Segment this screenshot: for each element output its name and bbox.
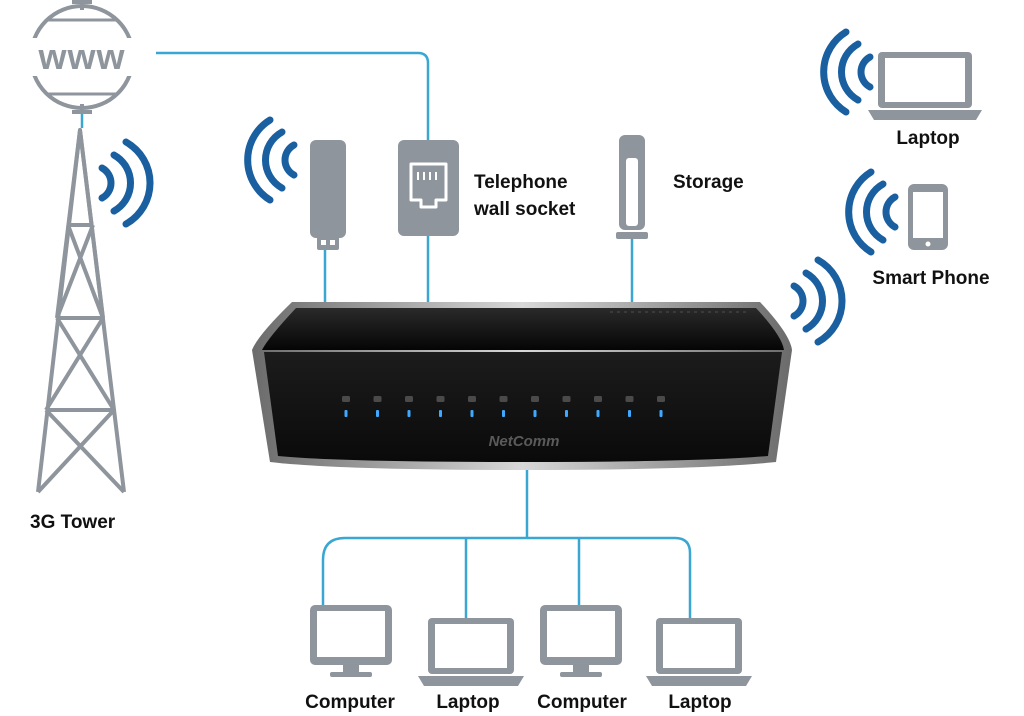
router-led-symbol <box>657 396 665 402</box>
router-led-symbol <box>594 396 602 402</box>
router-icon: NetComm <box>252 302 792 470</box>
cables <box>80 51 692 618</box>
laptop-1-label: Laptop <box>436 692 500 713</box>
phone-jack-icon <box>398 140 459 236</box>
router-led <box>470 410 474 417</box>
www-label: www <box>37 36 125 77</box>
cable-www-to-telephone <box>142 51 430 145</box>
laptop-icon <box>418 618 524 686</box>
telephone-label-line1: Telephone <box>474 172 568 193</box>
router-led <box>628 410 631 417</box>
tower-label: 3G Tower <box>30 512 116 533</box>
telephone-label-line2: wall socket <box>474 199 576 220</box>
usb-modem-wifi-waves <box>244 116 298 204</box>
cell-tower-icon <box>36 128 126 494</box>
usb-storage-icon <box>616 135 648 239</box>
computer-2-label: Computer <box>537 692 627 713</box>
smartphone-wifi-waves <box>845 168 899 256</box>
router-led-symbol <box>342 396 350 402</box>
router-led-symbol <box>405 396 413 402</box>
router-wifi-waves <box>790 256 846 346</box>
laptop-icon <box>646 618 752 686</box>
wireless-laptop-label: Laptop <box>896 128 960 149</box>
smartphone-icon <box>908 184 948 250</box>
laptop-2-label: Laptop <box>668 692 732 713</box>
router-led-row <box>342 396 665 417</box>
router-led <box>439 410 442 417</box>
router-led-symbol <box>625 396 634 402</box>
router-led-symbol <box>562 396 571 402</box>
globe-icon: www <box>10 0 156 114</box>
router-brand-logo: NetComm <box>489 433 560 450</box>
router-led <box>407 410 411 417</box>
storage-label: Storage <box>673 172 744 193</box>
router-led-symbol <box>436 396 445 402</box>
router-led-symbol <box>499 396 508 402</box>
desktop-computer-icon <box>540 605 622 677</box>
router-led-symbol <box>468 396 476 402</box>
cable-to-computer-1 <box>321 536 346 605</box>
router-led <box>533 410 537 417</box>
cable-to-laptop-2 <box>674 536 692 618</box>
router-led <box>596 410 600 417</box>
desktop-computer-icon <box>310 605 392 677</box>
usb-modem-icon <box>310 140 346 250</box>
wireless-laptop-icon <box>868 52 982 120</box>
smartphone-label: Smart Phone <box>872 268 990 289</box>
computer-1-label: Computer <box>305 692 395 713</box>
tower-wifi-waves <box>98 138 154 228</box>
router-led <box>502 410 505 417</box>
router-led <box>376 410 379 417</box>
router-led <box>565 410 568 417</box>
router-led <box>659 410 663 417</box>
router-led-symbol <box>531 396 539 402</box>
laptop-wifi-waves <box>820 28 874 116</box>
router-led-symbol <box>373 396 382 402</box>
router-led <box>344 410 348 417</box>
